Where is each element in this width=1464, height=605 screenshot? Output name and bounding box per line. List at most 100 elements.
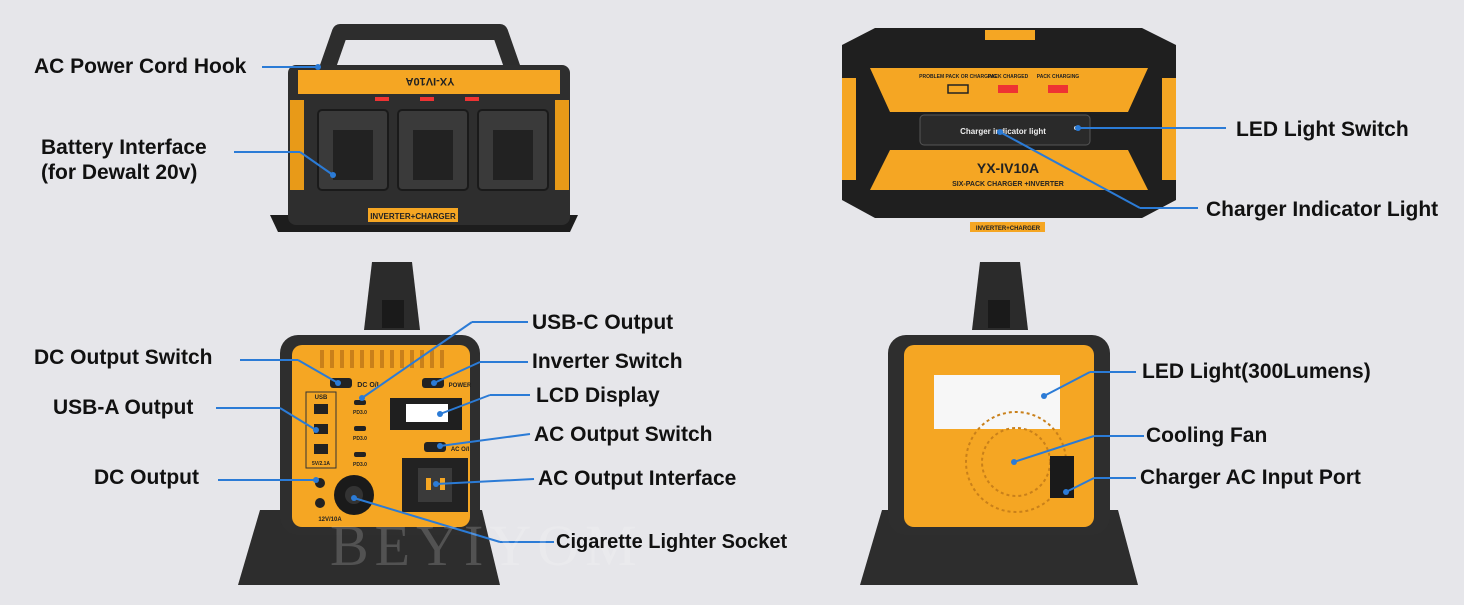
callout-dc-output: DC Output bbox=[94, 466, 199, 489]
top-view-left-grip bbox=[842, 78, 856, 180]
side-handle-left bbox=[364, 262, 420, 330]
callout-inverter-switch: Inverter Switch bbox=[532, 350, 683, 373]
callout-ac-output-interface: AC Output Interface bbox=[538, 467, 737, 490]
callout-battery-interface-title: Battery Interface bbox=[41, 136, 207, 159]
dc-switch-label: DC O/I bbox=[357, 382, 378, 389]
status-light-charging bbox=[1048, 85, 1068, 93]
handle-slot bbox=[382, 300, 404, 328]
usb-a-port-2 bbox=[314, 424, 328, 434]
watermark-text: BEYIYOM bbox=[330, 513, 643, 578]
line-usba-2 bbox=[279, 407, 317, 431]
dot-cigarette bbox=[351, 495, 357, 501]
top-view-lower-panel bbox=[870, 150, 1148, 190]
ac-switch-label: AC O/I bbox=[451, 447, 470, 453]
pd-label-2: PD3.0 bbox=[353, 436, 367, 442]
callout-led-light: LED Light(300Lumens) bbox=[1142, 360, 1371, 383]
right-yellow-corner bbox=[555, 100, 569, 190]
line-dc-switch-2 bbox=[297, 359, 339, 384]
battery-slot-3-rail bbox=[493, 130, 533, 180]
line-ac-input-2 bbox=[1065, 477, 1095, 493]
dot-battery-interface bbox=[330, 172, 336, 178]
status-light-charged bbox=[998, 85, 1018, 93]
top-view-top-badge bbox=[985, 30, 1035, 40]
line-ac-switch bbox=[439, 433, 531, 447]
led-view-face bbox=[904, 345, 1094, 527]
dot-ac-cord-hook bbox=[315, 64, 321, 70]
dot-dc-switch bbox=[335, 380, 341, 386]
usb-c-port-1 bbox=[354, 400, 366, 405]
charger-ac-input-port bbox=[1050, 456, 1074, 498]
usb-a-port-1 bbox=[314, 404, 328, 414]
callout-charger-indicator-light: Charger Indicator Light bbox=[1206, 198, 1439, 221]
callout-cooling-fan: Cooling Fan bbox=[1146, 424, 1268, 447]
usb-a-group bbox=[305, 391, 337, 469]
dot-indicator bbox=[997, 129, 1003, 135]
line-led-light-2 bbox=[1043, 371, 1091, 397]
dot-ac-interface bbox=[433, 481, 439, 487]
handle-slot-right bbox=[988, 300, 1010, 328]
pd-label-3: PD3.0 bbox=[353, 462, 367, 468]
inverter-charger-badge-text: INVERTER+CHARGER bbox=[370, 212, 456, 221]
callout-battery-interface-sub: (for Dewalt 20v) bbox=[41, 161, 198, 184]
power-label: POWER bbox=[449, 383, 472, 389]
callout-cigarette-lighter-socket: Cigarette Lighter Socket bbox=[556, 531, 788, 553]
dot-usba bbox=[313, 427, 319, 433]
dot-ac-switch bbox=[437, 443, 443, 449]
callout-ac-output-switch: AC Output Switch bbox=[534, 423, 713, 446]
callout-ac-power-cord-hook: AC Power Cord Hook bbox=[34, 55, 247, 78]
callout-led-light-switch: LED Light Switch bbox=[1236, 118, 1409, 141]
dc-output-port-2 bbox=[315, 498, 325, 508]
status-label-charging: PACK CHARGING bbox=[1037, 74, 1080, 80]
dot-ac-input bbox=[1063, 489, 1069, 495]
dot-led-light bbox=[1041, 393, 1047, 399]
callout-charger-ac-input-port: Charger AC Input Port bbox=[1140, 466, 1361, 489]
device-front-battery-view: YX-IV10A INVERTER+CHARGER bbox=[270, 24, 578, 232]
inverter-charger-badge bbox=[368, 208, 458, 222]
dot-inverter bbox=[431, 380, 437, 386]
pd-label-1: PD3.0 bbox=[353, 410, 367, 416]
line-cigarette-2 bbox=[353, 497, 501, 543]
lcd-screen bbox=[406, 404, 448, 422]
line-lcd-2 bbox=[439, 394, 491, 415]
top-view-bottom-badge bbox=[970, 222, 1045, 232]
left-yellow-corner bbox=[290, 100, 304, 190]
line-fan-2 bbox=[1013, 435, 1095, 463]
device-control-panel-view: DC O/I POWER USB 5V/2.1A PD3.0 PD3.0 PD3… bbox=[238, 262, 500, 585]
top-vents bbox=[320, 350, 444, 368]
led-2 bbox=[420, 97, 434, 101]
line-indicator-1 bbox=[999, 131, 1141, 209]
model-name-flipped: YX-IV10A bbox=[405, 75, 454, 87]
callout-lines bbox=[216, 64, 1226, 543]
led-1 bbox=[375, 97, 389, 101]
line-ac-interface bbox=[435, 478, 535, 485]
battery-slot-2-rail bbox=[413, 130, 453, 180]
status-light-problem bbox=[947, 84, 969, 94]
usb-spec: 5V/2.1A bbox=[312, 461, 330, 467]
status-label-charged: PACK CHARGED bbox=[988, 74, 1029, 80]
charger-indicator-text: Charger indicator light bbox=[960, 127, 1046, 136]
dot-usbc bbox=[359, 395, 365, 401]
device-top-view: PROBLEM PACK OR CHARGING PACK CHARGED PA… bbox=[842, 28, 1176, 232]
line-usbc-2 bbox=[361, 321, 473, 399]
dot-led-switch bbox=[1075, 125, 1081, 131]
led-3 bbox=[465, 97, 479, 101]
top-view-badge-text: INVERTER+CHARGER bbox=[976, 226, 1041, 232]
dc-out-spec: 12V/10A bbox=[318, 517, 342, 523]
top-yellow-panel bbox=[298, 70, 560, 94]
status-label-problem: PROBLEM PACK OR CHARGING bbox=[919, 74, 997, 80]
side-handle-right bbox=[972, 262, 1028, 330]
carry-handle bbox=[310, 24, 530, 98]
line-battery-interface-2 bbox=[299, 151, 334, 176]
callout-dc-output-switch: DC Output Switch bbox=[34, 346, 213, 369]
callout-lcd-display: LCD Display bbox=[536, 384, 660, 407]
usb-c-port-2 bbox=[354, 426, 366, 431]
model-subtitle: SIX-PACK CHARGER +INVERTER bbox=[952, 181, 1064, 188]
device-led-view bbox=[860, 262, 1138, 585]
dot-dc-output bbox=[313, 477, 319, 483]
dot-lcd bbox=[437, 411, 443, 417]
line-inverter-2 bbox=[433, 361, 481, 384]
dot-fan bbox=[1011, 459, 1017, 465]
usb-label: USB bbox=[315, 395, 328, 401]
